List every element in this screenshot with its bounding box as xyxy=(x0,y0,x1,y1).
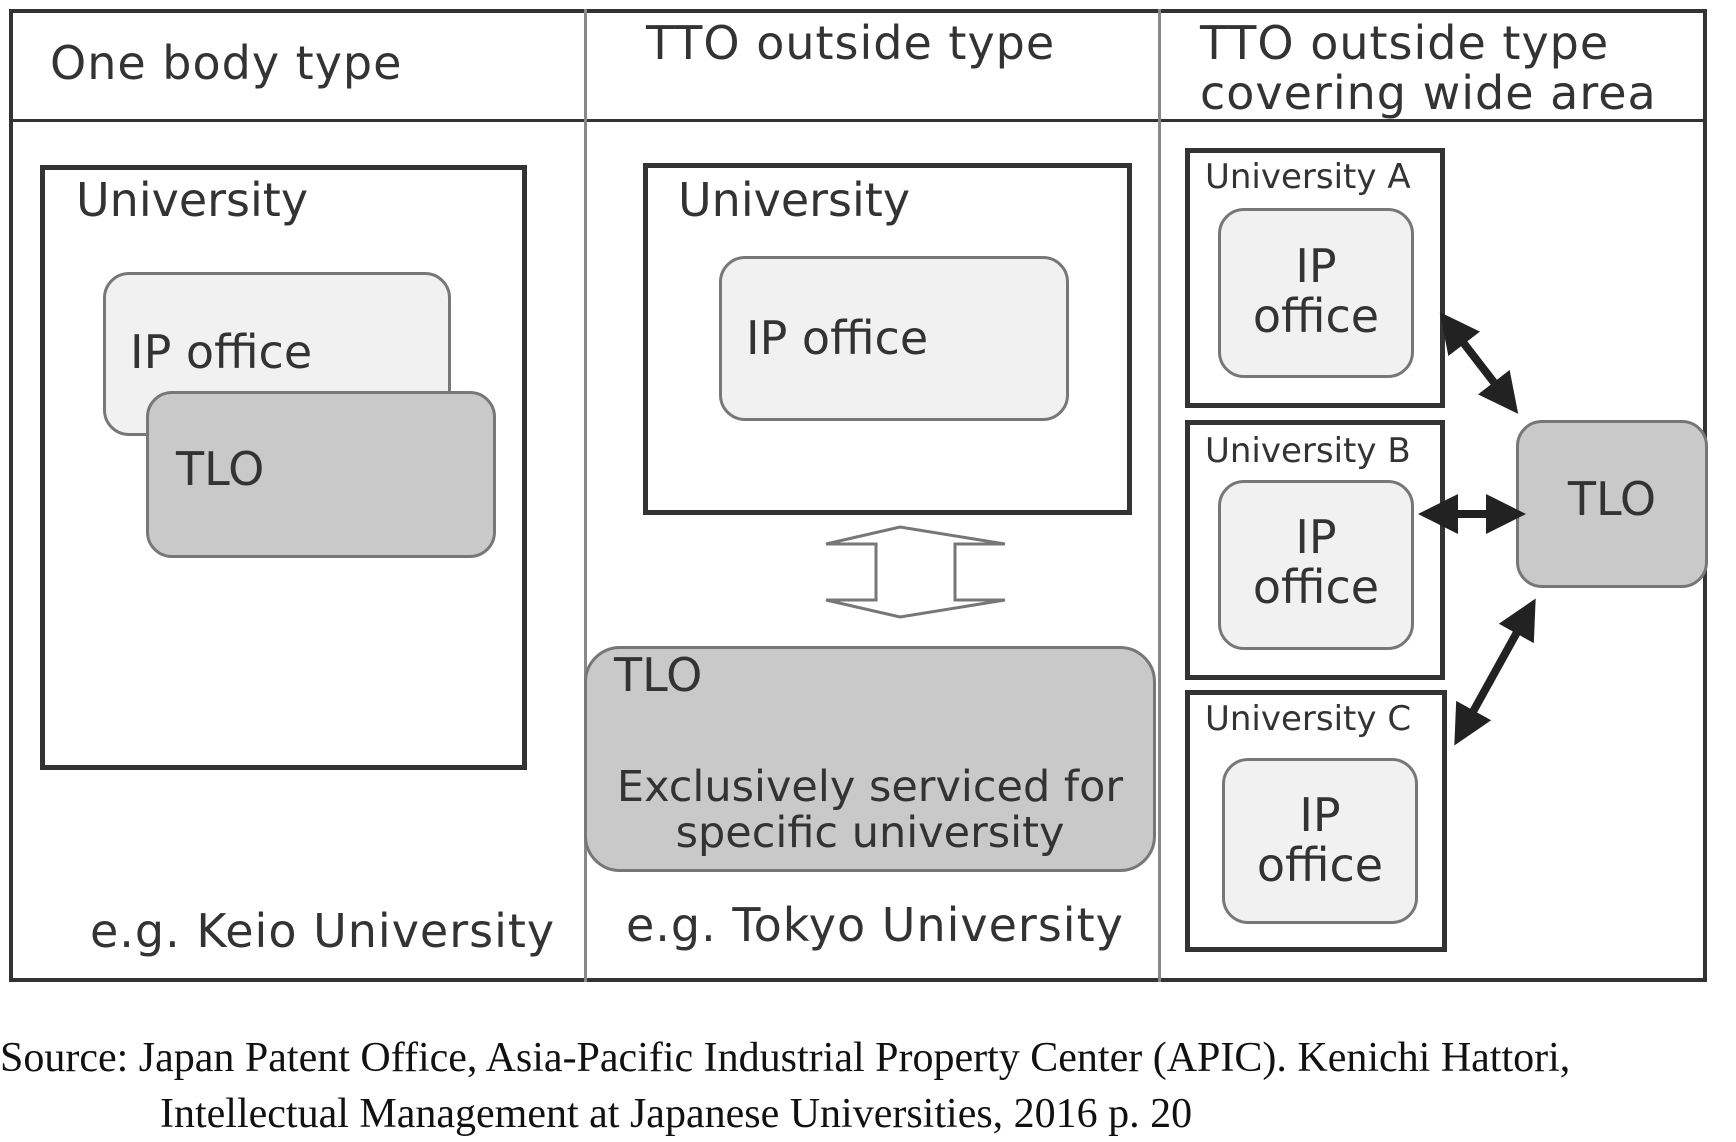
column-divider-1 xyxy=(584,9,587,982)
one-body-example: e.g. Keio University xyxy=(90,904,556,958)
tto-outside-tlo-desc-line1: Exclusively serviced for xyxy=(616,762,1124,812)
one-body-university-box xyxy=(40,165,527,770)
university-b-label: University B xyxy=(1205,431,1411,471)
one-body-tlo-box xyxy=(146,391,496,558)
one-body-university-label: University xyxy=(76,173,309,227)
column-divider-2 xyxy=(1158,9,1161,982)
tto-outside-tlo-box xyxy=(584,646,1156,872)
university-a-ip-line1: IP xyxy=(1295,239,1337,293)
tto-outside-ip-office-box xyxy=(719,256,1069,421)
tto-outside-university-box xyxy=(643,163,1132,515)
tto-outside-tlo-description: Exclusively serviced for specific univer… xyxy=(584,764,1156,856)
one-body-tlo-label: TLO xyxy=(176,442,265,496)
university-b-ip-office-label: IP office xyxy=(1218,512,1414,612)
arrow-university-c-tlo xyxy=(1454,598,1536,746)
university-c-ip-office-box xyxy=(1222,758,1418,924)
university-c-ip-office-label: IP office xyxy=(1222,790,1418,890)
header-divider xyxy=(9,119,1707,122)
university-a-label: University A xyxy=(1205,157,1411,197)
wide-area-header-line1: TTO outside type xyxy=(1200,16,1610,70)
source-line1: Source: Japan Patent Office, Asia-Pacifi… xyxy=(0,1035,1571,1081)
connector-bracket-shape xyxy=(825,525,1006,619)
university-b-box xyxy=(1185,420,1445,680)
one-body-header: One body type xyxy=(50,36,403,90)
university-c-ip-line1: IP xyxy=(1299,788,1341,842)
wide-area-header: TTO outside type covering wide area xyxy=(1200,18,1657,118)
university-a-ip-office-box xyxy=(1218,208,1414,378)
university-c-label: University C xyxy=(1205,699,1412,739)
university-c-box xyxy=(1185,690,1447,952)
university-c-ip-line2: office xyxy=(1256,838,1384,892)
tto-outside-header: TTO outside type xyxy=(646,16,1056,70)
tto-outside-tlo-label: TLO xyxy=(614,648,703,702)
wide-area-tlo-label: TLO xyxy=(1567,472,1657,526)
one-body-ip-office-label: IP office xyxy=(130,325,313,379)
arrow-university-a-tlo xyxy=(1439,312,1519,414)
tto-outside-ip-office-label: IP office xyxy=(746,311,929,365)
tto-outside-example: e.g. Tokyo University xyxy=(626,898,1124,952)
university-a-box xyxy=(1185,148,1445,408)
university-a-ip-office-label: IP office xyxy=(1218,241,1414,341)
university-b-ip-line2: office xyxy=(1252,560,1380,614)
university-b-ip-office-box xyxy=(1218,480,1414,650)
university-a-ip-line2: office xyxy=(1252,289,1380,343)
wide-area-header-line2: covering wide area xyxy=(1200,66,1657,120)
source-caption: Source: Japan Patent Office, Asia-Pacifi… xyxy=(0,1030,1570,1142)
tto-outside-university-label: University xyxy=(678,173,911,227)
tto-outside-tlo-desc-line2: specific university xyxy=(675,808,1065,858)
university-b-ip-line1: IP xyxy=(1295,510,1337,564)
wide-area-tlo-box xyxy=(1516,420,1708,588)
source-line2: Intellectual Management at Japanese Univ… xyxy=(160,1091,1193,1137)
